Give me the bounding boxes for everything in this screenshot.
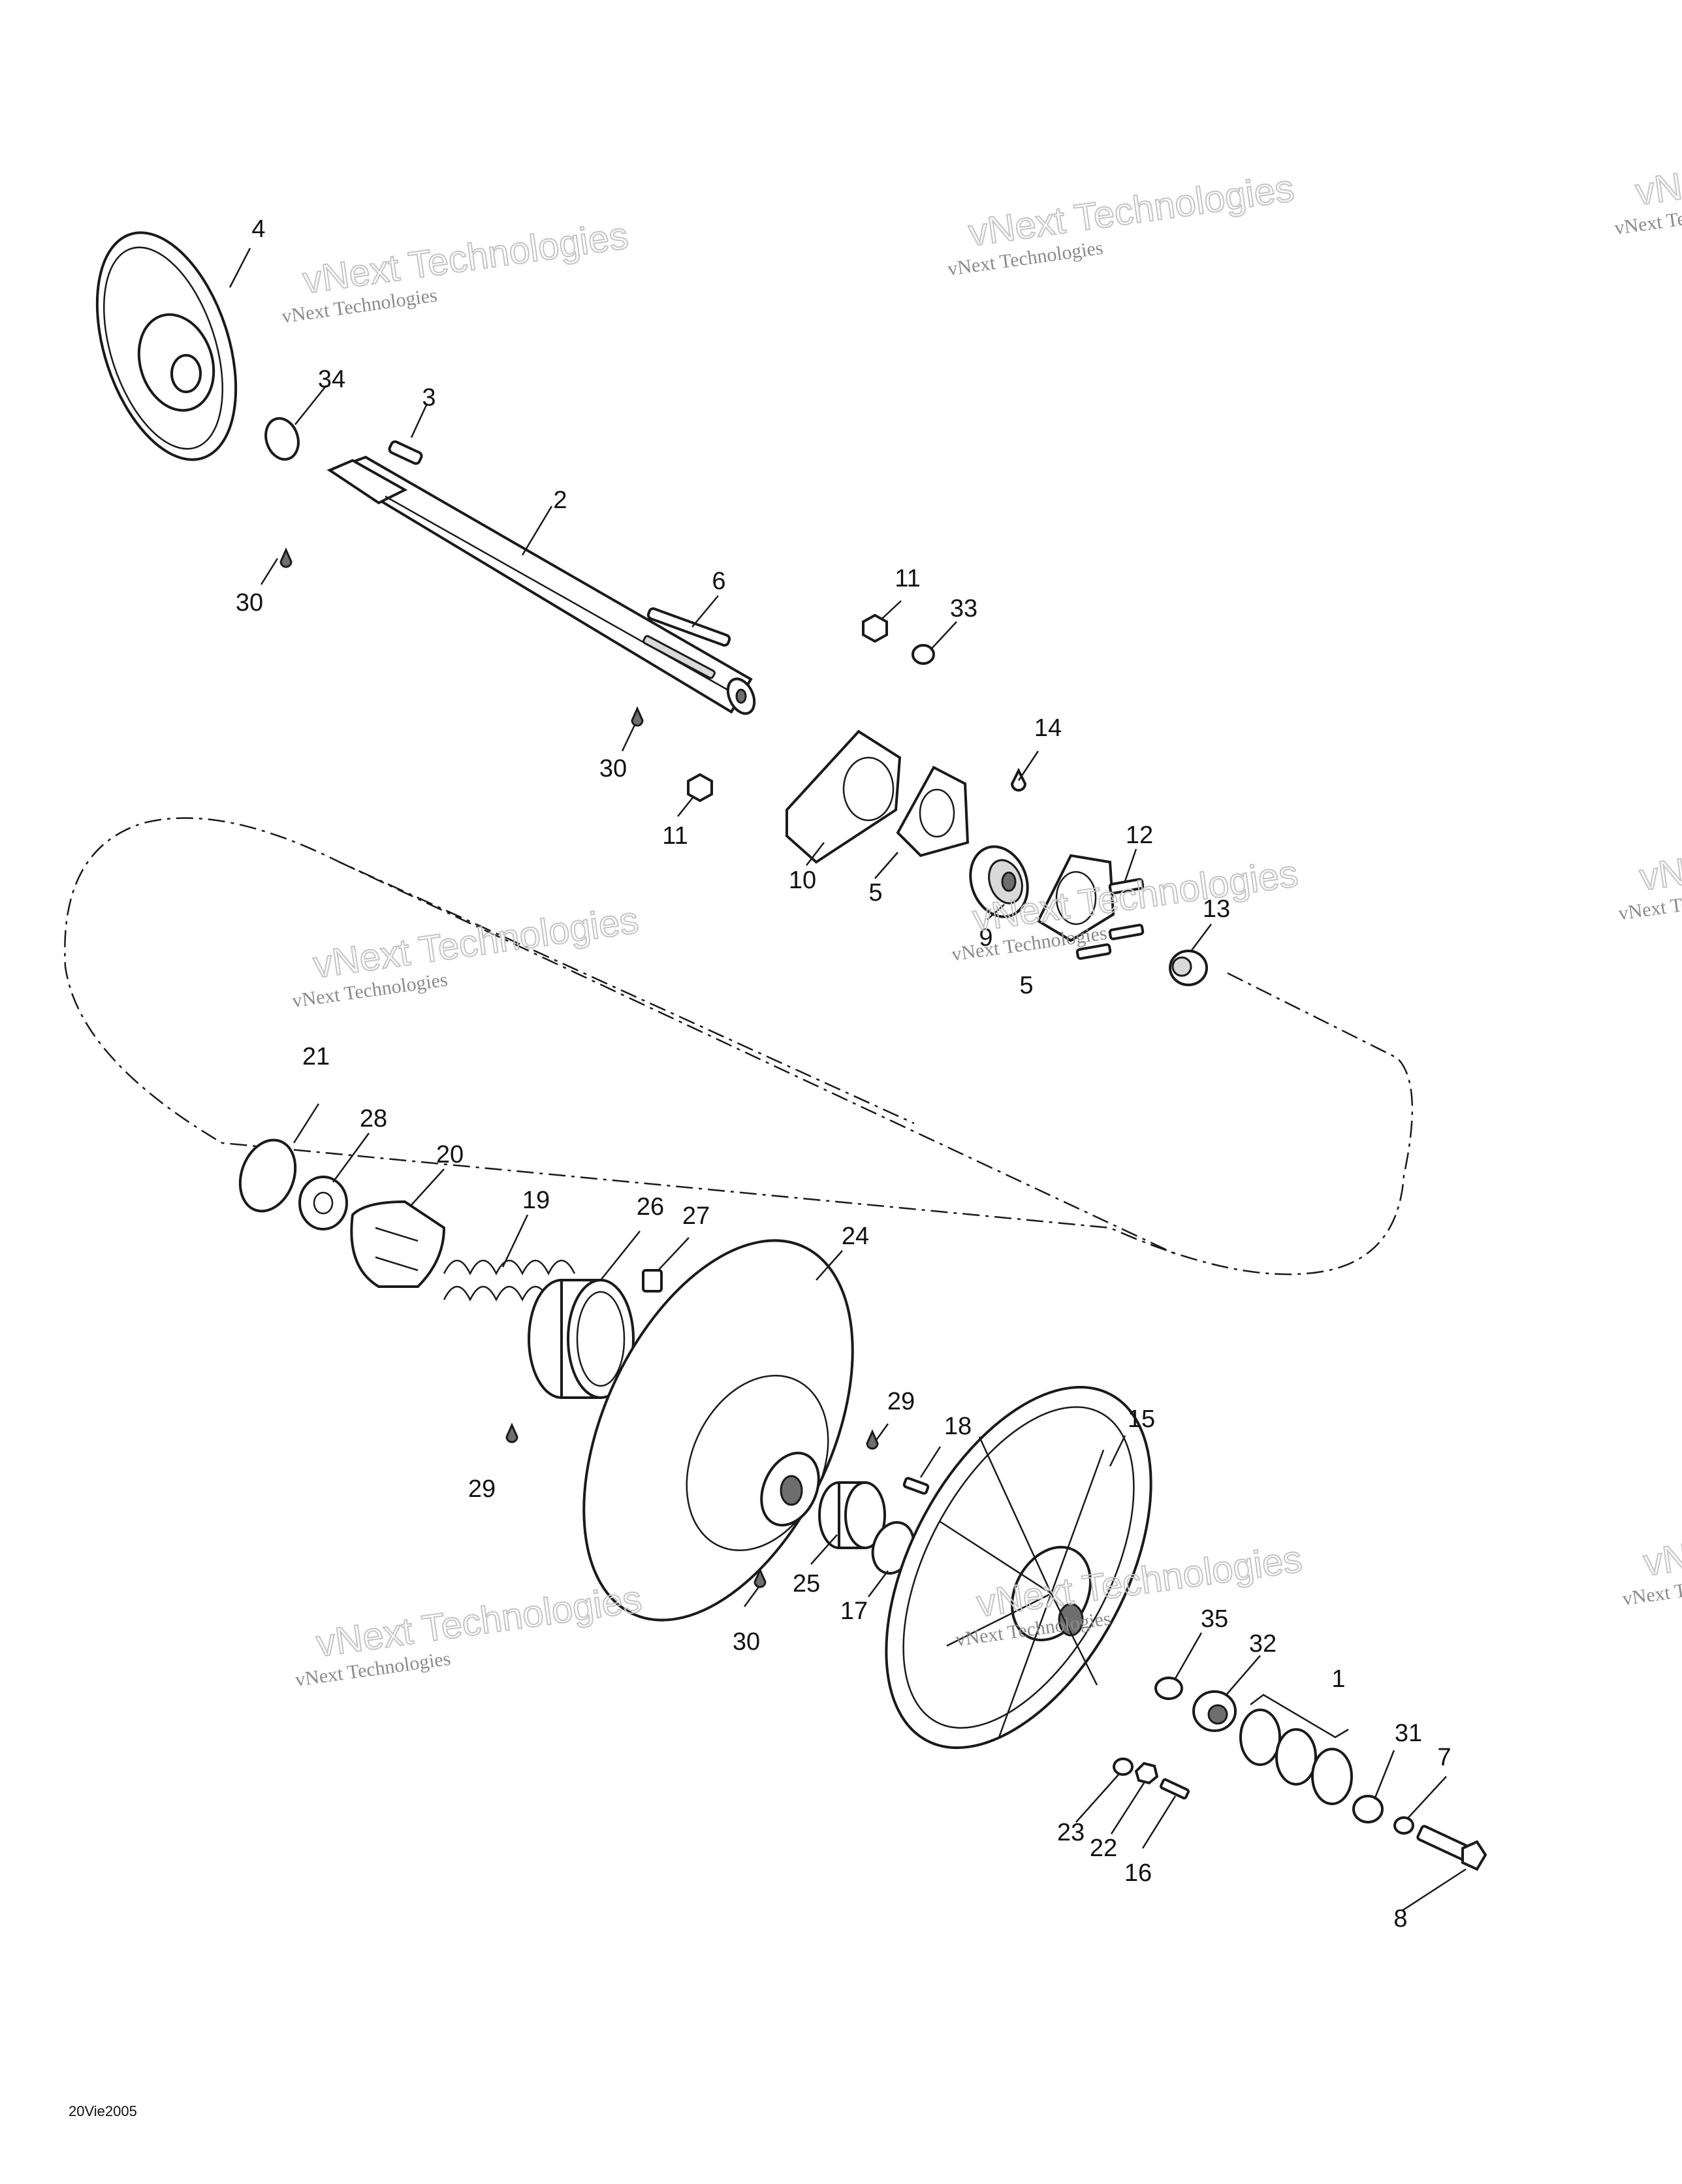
callout-33: 33 bbox=[950, 595, 977, 622]
part-7-washer bbox=[1393, 1816, 1414, 1835]
part-15-fixed-sheave bbox=[885, 1386, 1152, 1749]
callout-8: 8 bbox=[1393, 1905, 1407, 1933]
callout-35: 35 bbox=[1201, 1605, 1228, 1633]
part-9-bearing bbox=[969, 845, 1029, 918]
grease-drop-icon bbox=[505, 1422, 518, 1443]
part-25-bushing bbox=[818, 1481, 886, 1549]
part-13-spacer bbox=[1169, 950, 1208, 986]
callout-22: 22 bbox=[1090, 1835, 1117, 1862]
watermark-big: vNext Technologies bbox=[314, 1577, 644, 1665]
callout-16: 16 bbox=[1124, 1859, 1152, 1887]
part-8-bolt bbox=[1416, 1825, 1487, 1871]
part-20-cam bbox=[350, 1200, 446, 1288]
callout-14: 14 bbox=[1034, 715, 1062, 742]
part-4-pulley-half bbox=[95, 231, 238, 461]
part-22-nut bbox=[1134, 1761, 1159, 1785]
part-35-washer bbox=[1154, 1677, 1183, 1700]
part-2-drive-shaft bbox=[326, 455, 756, 715]
watermark-big: vNext Technologies bbox=[1641, 1496, 1682, 1584]
callout-5-a: 5 bbox=[868, 879, 882, 907]
callout-29-b: 29 bbox=[468, 1475, 496, 1503]
callout-7: 7 bbox=[1437, 1744, 1451, 1771]
part-21-retaining-ring bbox=[238, 1138, 297, 1213]
part-10-bearing-plate bbox=[785, 730, 902, 864]
grease-drop-icon bbox=[866, 1429, 879, 1450]
callout-2: 2 bbox=[553, 487, 567, 514]
watermark-big: vNext Technologies bbox=[300, 214, 631, 302]
callout-11-a: 11 bbox=[895, 565, 920, 592]
callout-1: 1 bbox=[1331, 1665, 1345, 1693]
callout-6: 6 bbox=[712, 568, 725, 595]
watermark-big: vNext Technologies bbox=[966, 167, 1297, 254]
callout-18: 18 bbox=[944, 1413, 972, 1440]
callout-24: 24 bbox=[842, 1223, 869, 1250]
part-27-slider bbox=[642, 1269, 663, 1293]
part-23-washer bbox=[1113, 1758, 1134, 1776]
callout-15: 15 bbox=[1128, 1405, 1155, 1433]
part-16-screw bbox=[1159, 1778, 1190, 1800]
document-code: 20Vie2005 bbox=[69, 2103, 137, 2119]
part-5-flange-upper bbox=[896, 765, 970, 858]
callout-23: 23 bbox=[1057, 1819, 1085, 1846]
callout-30-c: 30 bbox=[733, 1628, 760, 1656]
callout-30-b: 30 bbox=[599, 755, 627, 782]
callout-19: 19 bbox=[522, 1187, 550, 1214]
callout-17: 17 bbox=[840, 1598, 868, 1625]
drive-belt-lower bbox=[339, 861, 1176, 1255]
callout-27: 27 bbox=[682, 1202, 710, 1230]
part-6-key bbox=[646, 607, 731, 647]
part-1-shims bbox=[1239, 1694, 1353, 1805]
watermark-big: vNext Technologies bbox=[311, 899, 641, 986]
part-18-key bbox=[902, 1477, 930, 1495]
drive-belt-path bbox=[64, 817, 1414, 1276]
callout-31: 31 bbox=[1395, 1720, 1422, 1747]
callout-30-a: 30 bbox=[236, 589, 263, 617]
callout-13: 13 bbox=[1203, 895, 1230, 923]
part-11-nut-upper bbox=[862, 613, 888, 643]
part-34-o-ring bbox=[264, 417, 300, 461]
part-11-nut-lower bbox=[687, 773, 713, 803]
callout-34: 34 bbox=[318, 366, 345, 393]
callout-12: 12 bbox=[1126, 822, 1153, 849]
part-24-sliding-sheave bbox=[582, 1239, 854, 1622]
callout-3: 3 bbox=[422, 384, 436, 411]
callout-25: 25 bbox=[793, 1570, 820, 1598]
watermark-big: vNext Technologies bbox=[1633, 126, 1682, 214]
callout-labels: 4 34 3 2 30 6 11 33 30 14 11 10 5 12 9 1… bbox=[236, 216, 1452, 1933]
callout-32: 32 bbox=[1249, 1630, 1277, 1658]
watermark-big: vNext Technologies bbox=[1637, 811, 1682, 899]
part-12-bolts bbox=[1075, 878, 1145, 960]
callout-26: 26 bbox=[637, 1193, 664, 1221]
grease-drop-icon bbox=[631, 706, 644, 727]
part-32-spacer bbox=[1192, 1690, 1237, 1732]
callout-10: 10 bbox=[789, 867, 816, 894]
part-3-key bbox=[388, 440, 423, 465]
callout-21: 21 bbox=[302, 1043, 330, 1070]
callout-5-b: 5 bbox=[1019, 972, 1033, 999]
leader-lines bbox=[229, 248, 1467, 1912]
grease-drop-icon bbox=[754, 1567, 767, 1588]
callout-11-b: 11 bbox=[662, 822, 688, 850]
part-33-washer bbox=[912, 644, 935, 665]
grease-drop-icon bbox=[279, 547, 293, 568]
callout-4: 4 bbox=[251, 216, 265, 243]
callout-29-a: 29 bbox=[887, 1388, 915, 1415]
part-31-washer bbox=[1352, 1795, 1384, 1823]
callout-20: 20 bbox=[436, 1141, 464, 1168]
callout-28: 28 bbox=[360, 1105, 387, 1132]
callout-9: 9 bbox=[979, 924, 992, 952]
part-28-washer bbox=[298, 1176, 348, 1230]
